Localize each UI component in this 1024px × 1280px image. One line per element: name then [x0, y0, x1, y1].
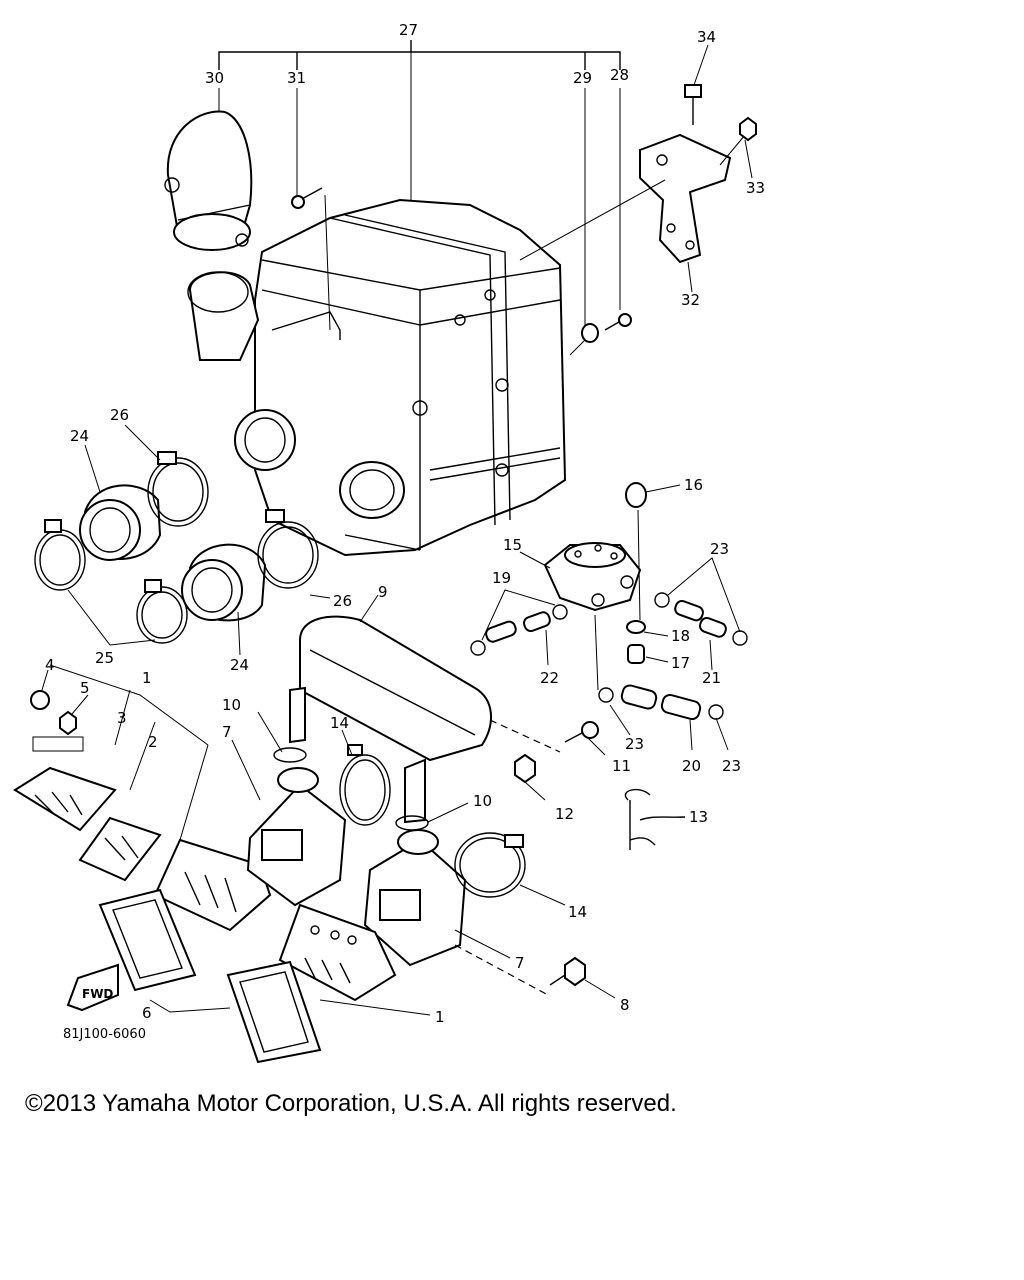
- callout-7-upper: 7: [222, 723, 232, 741]
- callout-27: 27: [399, 21, 418, 39]
- callout-11: 11: [612, 757, 631, 775]
- callout-8: 8: [620, 996, 630, 1014]
- callout-labels: 27 30 31 29 28 34 33 32 26 24 16 15 23 1…: [45, 21, 765, 1026]
- parts-diagram: FWD 27 30 31 29: [13, 21, 765, 1064]
- callout-3: 3: [117, 709, 127, 727]
- joint-24-upper: [79, 484, 162, 561]
- callout-23-c: 23: [722, 757, 741, 775]
- callout-26-lower: 26: [333, 592, 352, 610]
- fwd-arrow-icon: FWD: [66, 963, 119, 1012]
- callout-7-lower: 7: [515, 954, 525, 972]
- fuel-pump-15: [543, 542, 642, 612]
- bolt-8: [454, 944, 586, 996]
- diagram-code: 81J100-6060: [63, 1027, 146, 1042]
- reed-valve-right: [278, 903, 397, 1002]
- callout-10-upper: 10: [222, 696, 241, 714]
- callout-22: 22: [540, 669, 559, 687]
- hoses-21-23: [654, 557, 748, 646]
- callout-26-upper: 26: [110, 406, 129, 424]
- callout-23-a: 23: [710, 540, 729, 558]
- washer-screw-28-29: [569, 313, 632, 356]
- reed-housing-7-lower: [363, 829, 467, 967]
- callout-32: 32: [681, 291, 700, 309]
- callout-16: 16: [684, 476, 703, 494]
- joint-24-lower: [181, 543, 267, 622]
- air-box: [187, 198, 567, 557]
- copyright-notice: ©2013 Yamaha Motor Corporation, U.S.A. A…: [25, 1090, 677, 1117]
- callout-25: 25: [95, 649, 114, 667]
- callout-15: 15: [503, 536, 522, 554]
- clip-10-upper: [273, 747, 307, 763]
- leader-lines: [41, 44, 753, 1016]
- callout-4: 4: [45, 656, 55, 674]
- callout-1-upper: 1: [142, 669, 152, 687]
- callout-24-lower: 24: [230, 656, 249, 674]
- callout-28: 28: [610, 66, 629, 84]
- hoses-20-23: [594, 614, 724, 721]
- callout-21: 21: [702, 669, 721, 687]
- callout-14-lower: 14: [568, 903, 587, 921]
- callout-23-b: 23: [625, 735, 644, 753]
- callout-13: 13: [689, 808, 708, 826]
- callout-19: 19: [492, 569, 511, 587]
- clip-13: [624, 788, 686, 850]
- band-14-upper: [339, 744, 391, 826]
- intake-duct: [164, 110, 253, 251]
- callout-34: 34: [697, 28, 716, 46]
- callout-6: 6: [142, 1004, 152, 1022]
- callout-5: 5: [80, 679, 90, 697]
- gasket-6-left: [98, 888, 197, 992]
- gasket-6-right: [149, 960, 322, 1064]
- callout-12: 12: [555, 805, 574, 823]
- band-14-lower: [454, 832, 526, 898]
- band-25-right: [67, 579, 188, 646]
- callout-18: 18: [671, 627, 690, 645]
- cap-16: [625, 482, 681, 621]
- callout-24-upper: 24: [70, 427, 89, 445]
- callout-33: 33: [746, 179, 765, 197]
- screw-11: [564, 721, 599, 743]
- callout-29: 29: [573, 69, 592, 87]
- callout-9: 9: [378, 583, 388, 601]
- callout-30: 30: [205, 69, 224, 87]
- band-25-left: [34, 519, 86, 591]
- callout-31: 31: [287, 69, 306, 87]
- callout-2: 2: [148, 733, 158, 751]
- callout-17: 17: [671, 654, 690, 672]
- callout-20: 20: [682, 757, 701, 775]
- callout-14-upper: 14: [330, 714, 349, 732]
- hoses-19-22: [470, 589, 568, 656]
- silencer-9: [289, 594, 561, 824]
- band-26-upper: [147, 451, 209, 527]
- top-leader-bracket: [218, 40, 621, 325]
- bracket-32: [519, 84, 757, 264]
- callout-10-lower: 10: [473, 792, 492, 810]
- fwd-label: FWD: [82, 987, 113, 1001]
- nut-12: [514, 753, 536, 784]
- parts-17-18: [626, 620, 646, 664]
- reed-housing-7-upper: [246, 767, 347, 907]
- band-26-lower: [257, 509, 319, 589]
- callout-1-lower: 1: [435, 1008, 445, 1026]
- screw-31: [291, 187, 331, 331]
